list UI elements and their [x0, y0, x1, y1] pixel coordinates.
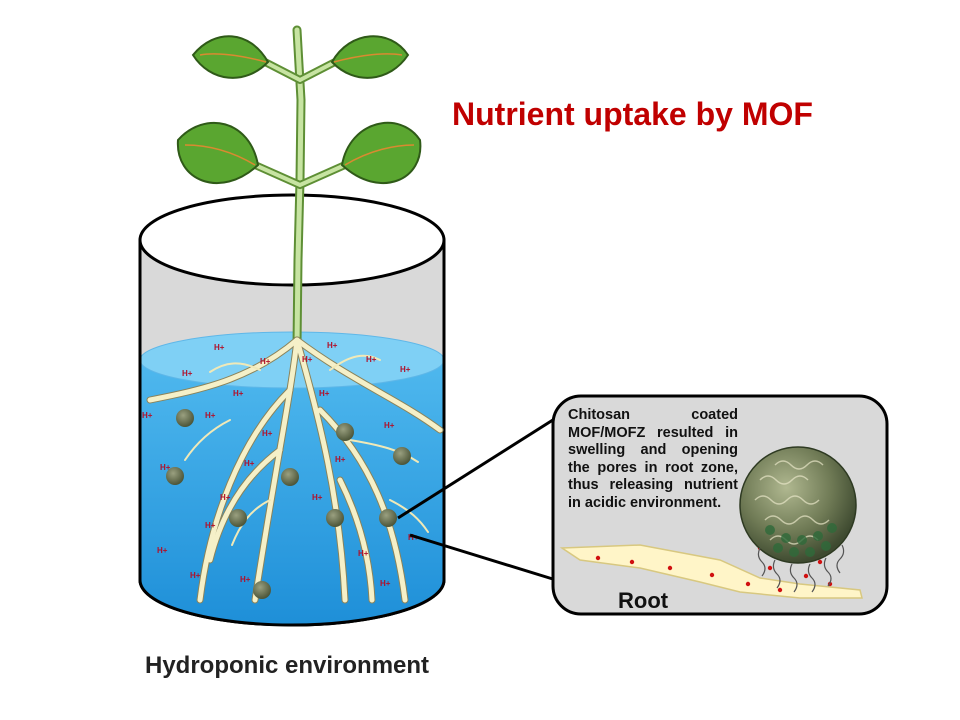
ion-label: H+: [400, 365, 411, 374]
root-label: Root: [618, 588, 669, 613]
beaker-caption: Hydroponic environment: [145, 652, 430, 679]
plant: [176, 25, 422, 350]
ion-label: H+: [205, 411, 216, 420]
leaf-top-left: [191, 35, 270, 79]
leaf-top-right: [330, 35, 410, 79]
ion-label: H+: [160, 463, 171, 472]
ion-label: H+: [380, 579, 391, 588]
ion-label: H+: [262, 429, 273, 438]
ion-label: H+: [214, 343, 225, 352]
ion-label: H+: [260, 357, 271, 366]
ion-label: H+: [384, 421, 395, 430]
ion-label: H+: [240, 575, 251, 584]
roots: [146, 336, 444, 604]
ion-label: H+: [233, 389, 244, 398]
diagram-title: Nutrient uptake by MOF: [452, 96, 813, 132]
hydrogen-ions: H+ H+ H+ H+ H+ H+ H+ H+ H+ H+ H+ H+ H+ H…: [142, 341, 419, 588]
leaf-mid-right: [340, 121, 422, 184]
ion-label: H+: [319, 389, 330, 398]
callout-box: [551, 394, 889, 616]
ion-label: H+: [220, 493, 231, 502]
ion-label: H+: [358, 549, 369, 558]
ion-label: H+: [182, 369, 193, 378]
mof-particle-large: [739, 446, 857, 593]
ion-label: H+: [157, 546, 168, 555]
callout-description: Chitosan coated MOF/MOFZ resulted in swe…: [568, 407, 738, 511]
leaf-mid-left: [176, 121, 260, 184]
ion-label: H+: [366, 355, 377, 364]
ion-label: H+: [190, 571, 201, 580]
ion-label: H+: [302, 355, 313, 364]
ion-label: H+: [205, 521, 216, 530]
ion-label: H+: [335, 455, 346, 464]
ion-label: H+: [244, 459, 255, 468]
ion-label: H+: [327, 341, 338, 350]
ion-label: H+: [312, 493, 323, 502]
callout-leader-lines: [397, 416, 557, 582]
root-strip: [559, 544, 863, 599]
ion-label: H+: [142, 411, 153, 420]
mof-particles: [166, 409, 411, 599]
